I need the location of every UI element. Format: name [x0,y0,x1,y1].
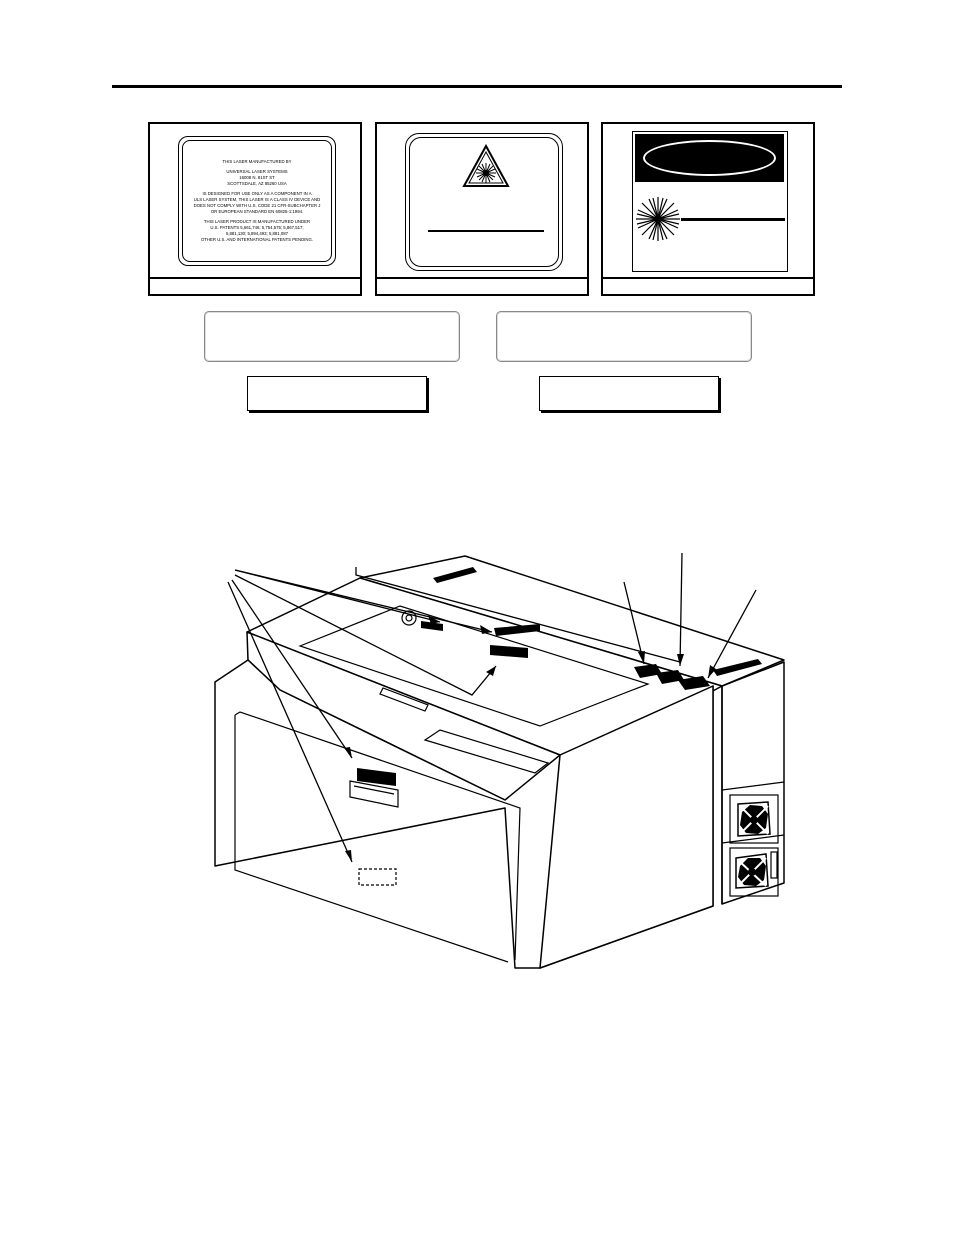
door-handle [349,780,399,808]
cert-line: THIS LASER MANUFACTURED BY [222,159,292,164]
front-door-top [234,711,521,961]
cert-line: 5,881,130; 5,894,493; 5,881,087 [225,231,289,236]
rounded-label-right [496,311,752,362]
laser-system-drawing [214,552,785,969]
side-panel [729,847,779,897]
arrow-head [480,625,492,634]
leader-line [707,589,757,679]
arrow-head [344,747,352,758]
danger-label-panel [601,122,815,296]
cert-line: SCOTTSDALE, AZ 85260 USA [227,181,287,186]
danger-label-rule [681,218,785,221]
leader-line [234,569,493,633]
danger-signal-oval [643,140,776,176]
leader-line [679,552,683,667]
danger-header [635,134,784,182]
door-handle-inner [353,785,395,795]
hidden-label [358,868,397,886]
panel-caption [603,277,813,294]
cert-line: U.S. PATENTS 5,661,746; 5,754,575; 5,867… [210,225,304,230]
warning-label-rule [428,230,544,232]
exhaust-fan-icon [735,853,769,889]
arrow-head [428,615,440,624]
danger-label [632,131,788,272]
label-marker [357,768,396,786]
label-marker [421,621,443,631]
exhaust-fan-icon [737,801,771,837]
cert-line: OR EUROPEAN STANDARD EN 60825-1:1994. [210,209,304,214]
arrow-head [345,850,352,862]
arrow-head [708,665,716,678]
leader-line [227,581,353,863]
lid-window [298,605,650,727]
cert-line: OTHER U.S. AND INTERNATIONAL PATENTS PEN… [200,237,314,242]
front-slot [423,729,550,774]
rectangular-tag-left [247,376,427,411]
cert-line: IS DESIGNED FOR USE ONLY AS A COMPONENT … [202,191,312,196]
arrow-head [677,654,684,666]
warning-label-panel [375,122,589,296]
label-marker [678,676,710,690]
arrow-head [638,651,645,664]
cert-line: 16008 N. 81ST ST [239,175,275,180]
label-marker [713,659,762,676]
leader-line [231,579,353,759]
panel-caption [150,277,360,294]
side-slot [770,851,778,879]
warning-label-inner [409,137,559,267]
leader-line [234,574,497,696]
lid-handle [379,687,429,712]
side-divider [721,781,785,791]
cert-line: DOES NOT COMPLY WITH U.S. CODE 21 CFR-SU… [193,203,321,208]
label-marker [656,670,684,684]
laser-starburst-icon [636,197,680,241]
warning-label [405,133,563,271]
label-marker [433,567,477,583]
certification-label-panel: THIS LASER MANUFACTURED BY UNIVERSAL LAS… [148,122,362,296]
front-door [234,715,509,963]
label-marker [490,645,528,658]
rounded-label-left [204,311,460,362]
side-unit-front-edge [713,685,723,904]
panel-caption [377,277,587,294]
leader-line [623,581,645,665]
laser-warning-triangle-icon [462,144,510,187]
right-face [539,685,714,969]
lid-knob [401,610,417,626]
arrow-head [486,666,496,676]
cert-line: THIS LASER PRODUCT IS MANUFACTURED UNDER [203,219,311,224]
label-marker [494,624,540,636]
header-rule [112,85,842,88]
label-marker [634,664,662,678]
cert-line: UNIVERSAL LASER SYSTEMS [226,169,288,174]
cert-line: ULS LASER SYSTEM, THIS LASER IS A CLASS … [193,197,321,202]
side-divider [721,834,785,844]
certification-label: THIS LASER MANUFACTURED BY UNIVERSAL LAS… [178,136,336,266]
rectangular-tag-right [539,376,719,411]
side-panel [729,794,779,844]
certification-label-text: THIS LASER MANUFACTURED BY UNIVERSAL LAS… [182,140,332,262]
leader-line [355,567,681,663]
lid-knob-center [405,614,413,622]
